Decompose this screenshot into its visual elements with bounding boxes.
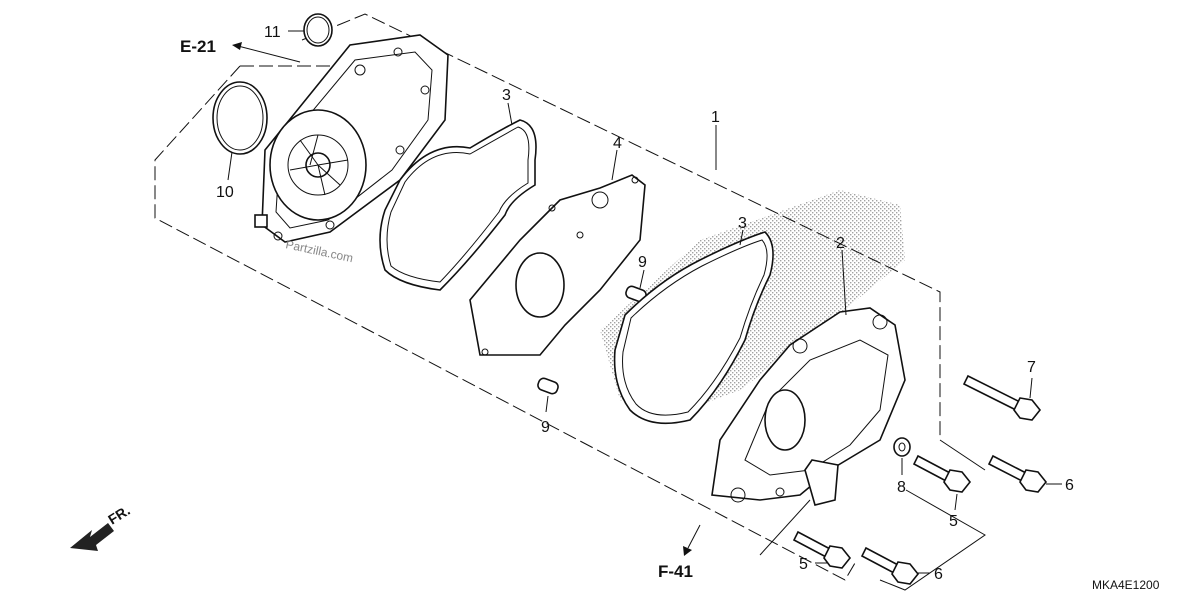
leader-lines: [227, 30, 1062, 591]
bolt-5-right: [912, 454, 972, 493]
bolt-6-right: [987, 454, 1048, 493]
part-number-10: 10: [216, 184, 234, 201]
front-arrow: FR.: [70, 502, 133, 551]
part-number-6-bottom: 6: [934, 566, 943, 583]
assembly-outline: [154, 13, 941, 581]
part-number-9-lower: 9: [541, 419, 550, 436]
plate-4: [469, 174, 646, 356]
part-number-5-right: 5: [949, 513, 958, 530]
part-number-2: 2: [836, 235, 845, 252]
bolt-5-bottom: [792, 530, 852, 569]
watermark: Partzilla.com: [284, 237, 354, 265]
part-number-9-upper: 9: [638, 254, 647, 271]
part-number-8: 8: [897, 479, 906, 496]
bolt-7: [962, 374, 1042, 421]
water-pump-body: [254, 34, 449, 243]
front-label: FR.: [105, 502, 133, 528]
ref-f41[interactable]: F-41: [658, 562, 693, 581]
o-ring-11: [303, 13, 333, 47]
diagram-code: MKA4E1200: [1092, 578, 1160, 592]
part-number-7: 7: [1027, 359, 1036, 376]
gasket-3-lower: [613, 231, 774, 425]
part-number-3-upper: 3: [502, 87, 511, 104]
part-number-6-right: 6: [1065, 477, 1074, 494]
part-number-4: 4: [613, 135, 622, 152]
gasket-3-upper: [379, 119, 537, 291]
part-number-labels: 11 10 3 4 1 3 9 9 2 7 6 8 5 5 6: [216, 24, 1074, 583]
bolt-6-bottom: [860, 546, 920, 585]
ref-arrows: [232, 42, 701, 556]
part-number-5-bottom: 5: [799, 556, 808, 573]
part-number-3-lower: 3: [738, 215, 747, 232]
part-number-1: 1: [711, 109, 720, 126]
part-number-11: 11: [264, 24, 281, 41]
dowel-pin-9-lower: [537, 377, 559, 395]
o-ring-10: [212, 81, 268, 155]
pump-cover-2: [711, 307, 906, 506]
washer-8: [893, 437, 911, 457]
ref-e21[interactable]: E-21: [180, 37, 216, 56]
